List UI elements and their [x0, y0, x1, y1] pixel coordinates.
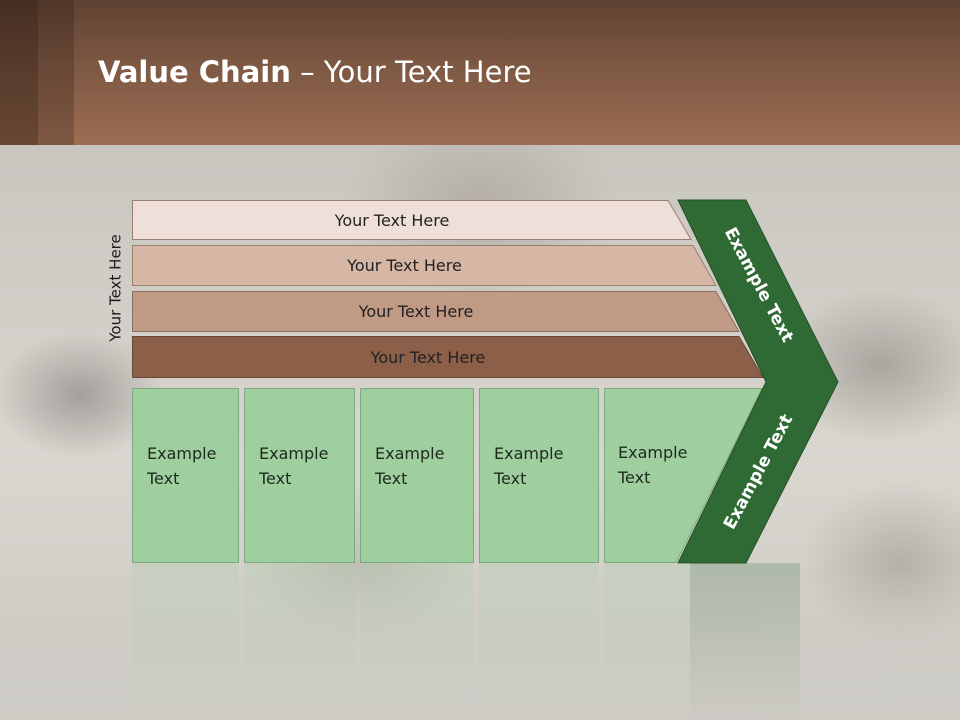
header-accent-strip-light: [38, 0, 74, 145]
support-bar-1[interactable]: Your Text Here: [132, 200, 692, 240]
support-bar-label: Your Text Here: [370, 347, 486, 367]
support-bar-fill-4: [132, 336, 764, 378]
primary-column-3[interactable]: Example Text: [360, 388, 474, 563]
column-text-line1: Example: [618, 443, 688, 462]
support-bar-label: Your Text Here: [358, 302, 474, 321]
column-text-line2: Text: [618, 468, 651, 487]
column-text-line2: Text: [147, 469, 180, 488]
column-text-line2: Text: [375, 469, 408, 488]
margin-chevron-fill: [677, 199, 839, 564]
column-text-line2: Text: [259, 469, 292, 488]
column-text-line1: Example: [494, 444, 564, 463]
primary-column-4[interactable]: Example Text: [479, 388, 599, 563]
header-accent-strip: [0, 0, 38, 145]
primary-column-2[interactable]: Example Text: [244, 388, 355, 563]
column-text-line1: Example: [375, 444, 445, 463]
title-rest: – Your Text Here: [290, 55, 532, 89]
title-bold: Value Chain: [98, 55, 291, 89]
support-bar-label: Your Text Here: [334, 210, 450, 230]
support-bar-shape: [132, 200, 692, 240]
primary-column-5-fill: [604, 388, 763, 563]
support-bar-2[interactable]: Your Text Here: [132, 245, 717, 286]
support-bar-fill-3: [132, 291, 740, 332]
column-text-line2: Text: [494, 469, 527, 488]
header-bar: Value Chain – Your Text Here: [0, 0, 960, 145]
primary-column-5[interactable]: Example Text: [604, 388, 704, 563]
support-bar-fill-2: [132, 245, 717, 286]
support-bar-shape: [132, 336, 764, 378]
support-bar-4[interactable]: Your Text Here: [132, 336, 764, 378]
primary-column-1[interactable]: Example Text: [132, 388, 239, 563]
support-bar-shape: [132, 291, 740, 332]
column-text-line1: Example: [147, 444, 217, 463]
support-bar-shape: [132, 245, 717, 286]
support-bar-label: Your Text Here: [347, 256, 462, 275]
slide-title[interactable]: Value Chain – Your Text Here: [98, 55, 532, 89]
support-bar-3[interactable]: Your Text Here: [132, 291, 740, 332]
column-text-line1: Example: [259, 444, 329, 463]
support-bar-fill-1: [132, 200, 692, 240]
